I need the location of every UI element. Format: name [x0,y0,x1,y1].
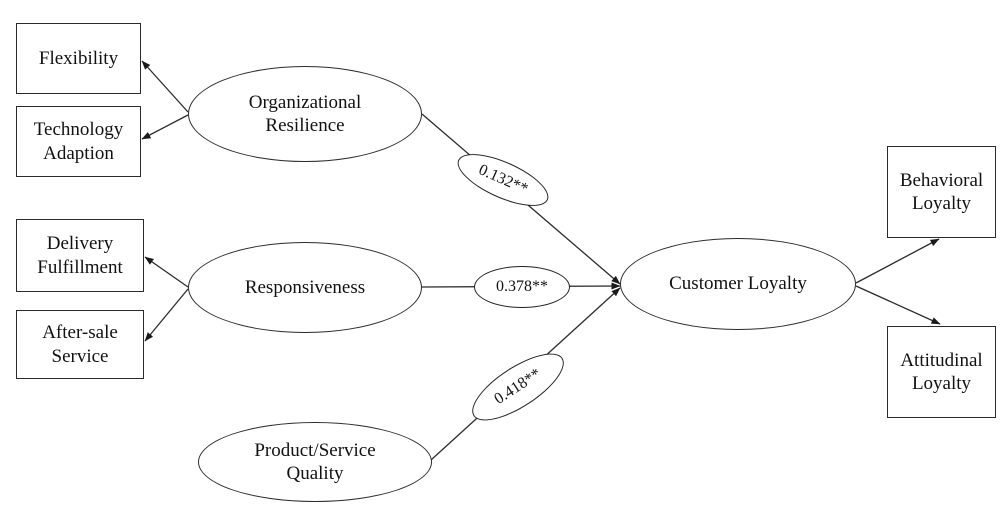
node-product-service-quality: Product/Service Quality [198,422,432,502]
node-responsiveness: Responsiveness [188,242,422,333]
arrow-orgres-to-flexibility [141,60,189,113]
arrow-responsiveness-to-delivery [144,256,189,288]
node-after-sale-service: After-sale Service [16,310,144,379]
node-label: Flexibility [38,47,119,69]
node-attitudinal-loyalty: Attitudinal Loyalty [887,326,996,418]
node-delivery-fulfillment: Delivery Fulfillment [16,219,144,292]
node-label: Organizational Resilience [248,91,362,136]
coefficient-responsiveness-customerloyalty: 0.378** [474,266,570,308]
node-label: Responsiveness [244,276,366,298]
node-flexibility: Flexibility [16,23,141,94]
coefficient-label: 0.378** [496,278,548,296]
node-label: Technology Adaption [33,119,124,164]
arrow-orgres-to-technology [141,114,189,140]
node-label: Product/Service Quality [254,439,376,484]
node-organizational-resilience: Organizational Resilience [188,66,422,162]
node-label: Delivery Fulfillment [37,233,123,278]
node-label: Attitudinal Loyalty [900,349,983,394]
node-label: Behavioral Loyalty [899,169,984,214]
node-label: After-sale Service [42,322,118,367]
node-behavioral-loyalty: Behavioral Loyalty [887,146,996,238]
node-customer-loyalty: Customer Loyalty [620,238,856,330]
node-label: Customer Loyalty [669,273,807,295]
node-technology-adaption: Technology Adaption [16,106,141,177]
arrow-customerloyalty-to-attitudinal [855,285,941,325]
arrow-responsiveness-to-aftersale [144,288,189,342]
arrow-customerloyalty-to-behavioral [855,238,940,284]
